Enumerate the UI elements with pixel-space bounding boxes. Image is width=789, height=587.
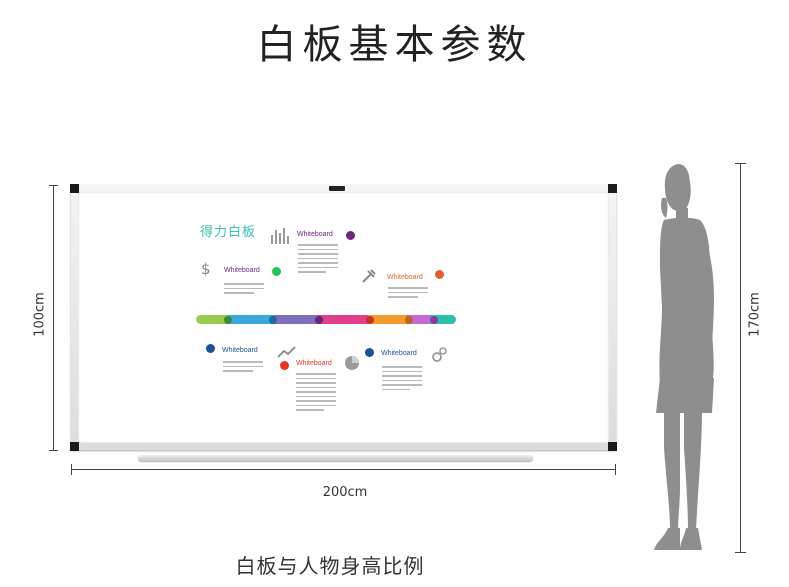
dot-purple — [346, 231, 355, 240]
trend-icon — [277, 346, 296, 358]
timeline-node — [366, 316, 374, 324]
text-lines-bottom-center — [296, 373, 336, 414]
text-lines-bottom-right — [382, 366, 422, 393]
person-height-dimension-line — [740, 163, 741, 553]
whiteboard-label-right: Whiteboard — [387, 274, 423, 281]
board-height-tick-top — [49, 185, 58, 186]
board-width-dimension-line — [71, 469, 616, 470]
board-width-label: 200cm — [322, 485, 368, 500]
person-height-tick-top — [735, 163, 746, 164]
text-lines-right — [388, 287, 428, 301]
text-lines-top — [298, 244, 338, 276]
gears-icon — [432, 347, 447, 362]
caption-text: 白板与人物身高比例 — [235, 554, 425, 578]
text-lines-left — [224, 283, 264, 297]
board-height-tick-bottom — [49, 450, 58, 451]
board-width-tick-left — [71, 464, 72, 475]
whiteboard-label-left: Whiteboard — [224, 267, 260, 274]
timeline-node — [430, 316, 438, 324]
whiteboard-label-top: Whiteboard — [297, 231, 333, 238]
bar-chart-icon — [271, 228, 289, 244]
dot-blue — [365, 348, 374, 357]
person-height-label: 170cm — [747, 292, 763, 337]
board-height-label: 100cm — [32, 292, 48, 337]
whiteboard-label-bottom-center: Whiteboard — [296, 360, 332, 367]
frame-corner-top-left — [70, 184, 79, 193]
pie-chart-icon — [345, 356, 359, 370]
frame-corner-bottom-right — [608, 442, 617, 451]
timeline-node — [269, 316, 277, 324]
timeline-node — [224, 316, 232, 324]
page-title: 白板基本参数 — [256, 22, 533, 68]
whiteboard-label-bottom-right: Whiteboard — [381, 350, 417, 357]
person-height-tick-bottom — [735, 552, 746, 553]
timeline-node — [315, 316, 323, 324]
frame-corner-top-right — [608, 184, 617, 193]
dot-blue — [206, 344, 215, 353]
dot-green — [272, 267, 281, 276]
board-height-dimension-line — [53, 185, 54, 451]
person-silhouette — [654, 164, 714, 550]
dot-red — [280, 361, 289, 370]
dollar-icon: $ — [201, 260, 211, 278]
whiteboard-label-bottom-left: Whiteboard — [222, 347, 258, 354]
timeline-node — [405, 316, 413, 324]
dot-orange — [435, 270, 444, 279]
brand-plate — [329, 186, 345, 191]
board-brand-text: 得力白板 — [200, 225, 257, 240]
frame-corner-bottom-left — [70, 442, 79, 451]
marker-tray — [138, 455, 533, 461]
text-lines-bottom-left — [223, 361, 263, 375]
tools-icon — [362, 269, 376, 283]
color-timeline — [196, 315, 456, 324]
board-width-tick-right — [615, 464, 616, 475]
